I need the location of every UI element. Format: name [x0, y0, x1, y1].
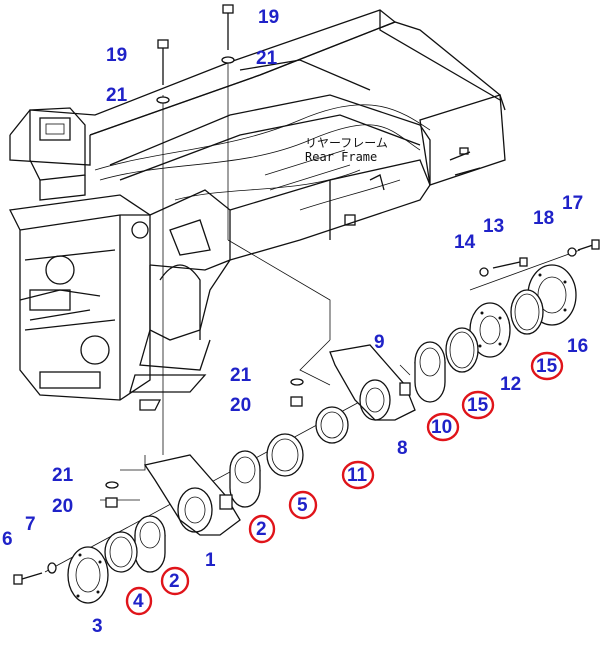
highlight-marks — [125, 351, 564, 616]
callout-20-lower: 20 — [52, 496, 73, 517]
frame-label-en: Rear Frame — [305, 150, 377, 164]
highlight-2-upper — [248, 514, 276, 544]
callout-21-middle: 21 — [230, 365, 252, 386]
bolt-head-19-right — [222, 4, 234, 14]
washer-21-right — [221, 56, 235, 64]
callout-15-right: 15 — [536, 356, 558, 377]
callout-19-left: 19 — [106, 45, 127, 66]
bolt-head-19-left — [157, 39, 169, 49]
callout-11: 11 — [347, 465, 368, 486]
callout-21-top: 21 — [256, 48, 278, 69]
callout-2-upper: 2 — [256, 519, 267, 540]
callout-19-right: 19 — [258, 7, 279, 28]
leader-lines — [44, 62, 581, 573]
highlight-15-left — [461, 390, 495, 420]
washer-21-left — [156, 96, 170, 104]
highlight-4 — [125, 586, 153, 616]
callout-14: 14 — [454, 232, 476, 253]
callout-20-middle: 20 — [230, 395, 251, 416]
highlight-10 — [426, 412, 460, 442]
callout-21-lower: 21 — [52, 465, 74, 486]
rear-frame-drawing — [9, 9, 506, 411]
callout-13: 13 — [483, 216, 504, 237]
callout-17: 17 — [562, 193, 583, 214]
callout-3: 3 — [92, 616, 103, 637]
components — [67, 264, 577, 604]
callout-12: 12 — [500, 374, 521, 395]
highlight-11 — [341, 460, 375, 490]
callout-6: 6 — [2, 529, 13, 550]
frame-label-jp: リヤーフレーム — [305, 136, 388, 150]
callout-9: 9 — [374, 332, 385, 353]
callout-7: 7 — [25, 514, 36, 535]
highlight-15-right — [530, 351, 564, 381]
hardware — [13, 4, 600, 585]
callout-5: 5 — [297, 495, 308, 516]
callout-15-left: 15 — [467, 395, 489, 416]
callouts: 19 19 21 21 21 20 21 20 17 18 13 14 16 1… — [2, 7, 588, 637]
callout-4: 4 — [133, 591, 144, 612]
highlight-5 — [288, 490, 318, 520]
callout-8: 8 — [397, 438, 408, 459]
callout-18: 18 — [533, 208, 554, 229]
callout-16: 16 — [567, 336, 588, 357]
highlight-2-lower — [160, 566, 190, 596]
callout-10: 10 — [431, 417, 452, 438]
callout-2-lower: 2 — [169, 571, 180, 592]
callout-1: 1 — [205, 550, 216, 571]
callout-21-upper-left: 21 — [106, 85, 128, 106]
